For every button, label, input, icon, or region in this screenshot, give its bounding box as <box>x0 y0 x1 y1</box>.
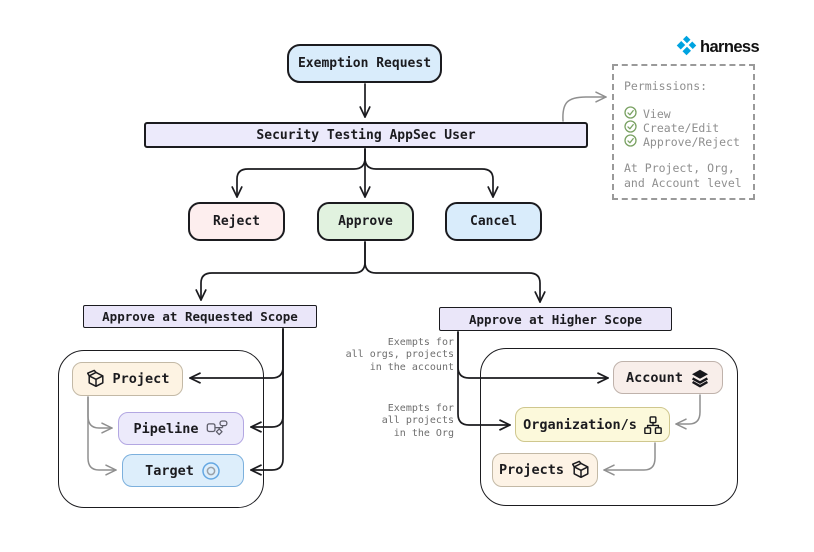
node-cancel: Cancel <box>445 202 542 241</box>
node-pipeline: Pipeline <box>118 412 244 445</box>
layers-icon <box>690 368 710 388</box>
requested-scope-container <box>58 350 264 508</box>
permission-item: Approve/Reject <box>624 134 747 150</box>
permission-label: Approve/Reject <box>643 135 740 149</box>
node-label: Security Testing AppSec User <box>256 127 476 143</box>
arrow-actor-to-reject <box>231 148 366 198</box>
node-projects: Projects <box>492 453 598 487</box>
harness-logo-icon <box>676 35 697 60</box>
permission-item: Create/Edit <box>624 120 747 136</box>
node-project: Project <box>72 362 183 396</box>
node-account: Account <box>613 361 723 394</box>
check-circle-icon <box>624 134 637 150</box>
harness-logo: harness <box>676 35 760 60</box>
node-label: Project <box>112 371 170 387</box>
arrow-actor-to-permissions <box>562 91 607 122</box>
arrow-actor-to-cancel <box>364 148 499 198</box>
node-label: Target <box>145 462 194 479</box>
org-chart-icon <box>644 415 662 434</box>
node-label: Approve at Requested Scope <box>102 309 298 324</box>
cube-icon <box>571 460 591 480</box>
node-reject: Reject <box>188 202 285 241</box>
node-approve-at-higher-scope: Approve at Higher Scope <box>439 307 672 331</box>
node-approve: Approve <box>317 202 414 241</box>
permission-label: Create/Edit <box>643 121 720 135</box>
node-label: Pipeline <box>133 420 199 437</box>
node-appsec-user: Security Testing AppSec User <box>144 122 588 148</box>
node-organizations: Organization/s <box>515 407 670 442</box>
permissions-panel: Permissions: View Create/Edit Approve/Re… <box>612 64 755 200</box>
node-label: Cancel <box>470 214 517 229</box>
harness-logo-text: harness <box>700 38 760 56</box>
node-label: Approve at Higher Scope <box>468 311 643 327</box>
node-target: Target <box>122 454 244 487</box>
target-icon <box>201 461 221 481</box>
node-label: Exemption Request <box>297 56 432 71</box>
node-label: Projects <box>498 462 565 478</box>
permission-item: View <box>624 106 747 122</box>
annotation-org-scope: Exempts for all projects in the Org <box>381 403 454 439</box>
check-circle-icon <box>624 120 637 136</box>
node-label: Reject <box>213 214 260 229</box>
annotation-account-scope: Exempts for all orgs, projects in the ac… <box>345 337 454 373</box>
arrow-approve-to-higher-scope <box>364 241 546 303</box>
check-circle-icon <box>624 106 637 122</box>
node-label: Approve <box>338 214 393 229</box>
pipeline-icon <box>206 420 229 437</box>
cube-icon <box>86 369 106 389</box>
permission-label: View <box>643 107 671 121</box>
permissions-title: Permissions: <box>624 79 708 93</box>
node-label: Organization/s <box>523 416 637 433</box>
arrow-approve-to-requested-scope <box>195 241 366 301</box>
higher-scope-container <box>480 348 738 506</box>
node-approve-at-requested-scope: Approve at Requested Scope <box>83 305 317 328</box>
node-label: Account <box>626 369 683 386</box>
node-exemption-request: Exemption Request <box>287 44 442 83</box>
permissions-footer: At Project, Org, and Account level <box>624 161 742 190</box>
